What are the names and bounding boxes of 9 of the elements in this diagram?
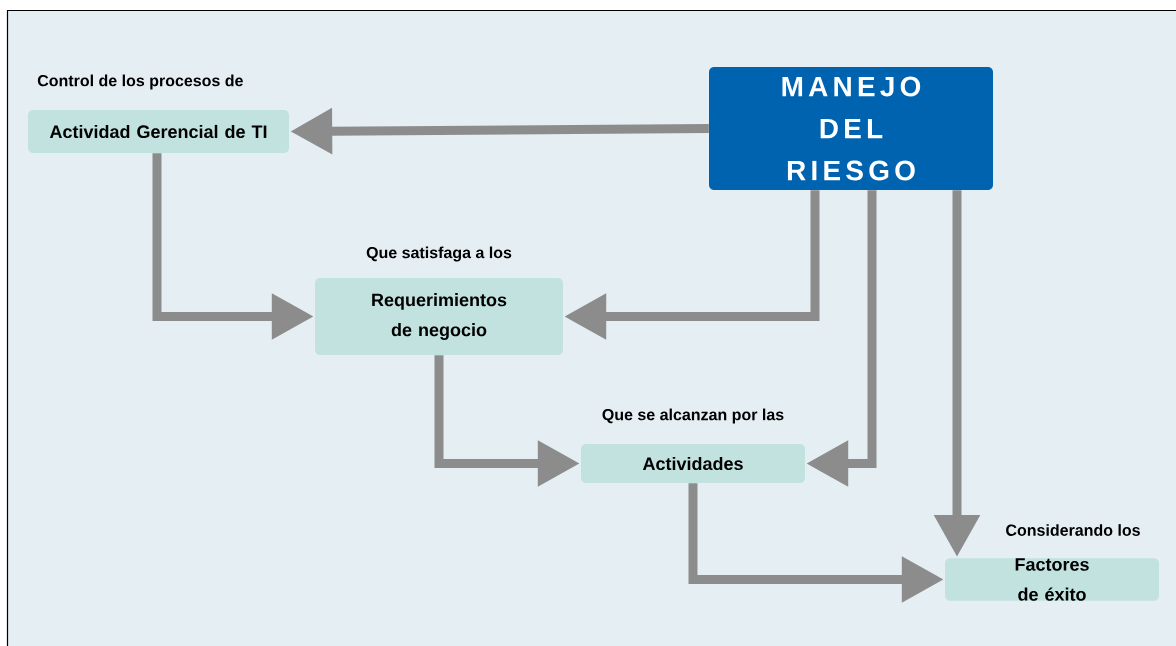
title-box: MANEJO DEL RIESGO [709, 67, 993, 190]
process-box: Requerimientos de negocio [315, 278, 563, 355]
process-box: Actividad Gerencial de TI [28, 110, 289, 153]
process-box: Factores de éxito [945, 558, 1159, 601]
heading-label: Control de los procesos de [37, 74, 243, 90]
process-box: Actividades [581, 444, 805, 483]
heading-label: Que satisfaga a los [366, 246, 512, 262]
heading-label: Que se alcanzan por las [602, 408, 784, 424]
heading-label: Considerando los [1006, 524, 1140, 536]
